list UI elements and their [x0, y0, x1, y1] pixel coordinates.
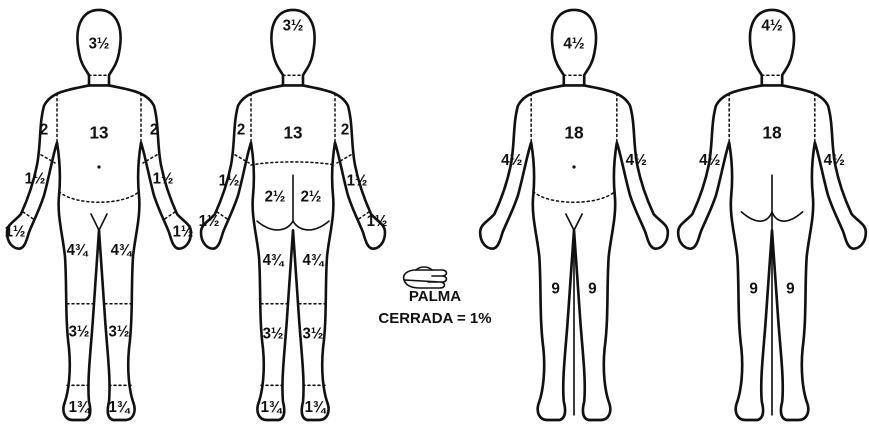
label-thigh-right: 4¾ [111, 242, 133, 259]
label-leg-right: 9 [786, 281, 795, 298]
figure-child-front: 3½ 13 2 2 1½ 1½ 1½ 1½ 4¾ 4¾ 3½ 3½ 1¾ 1¾ [5, 10, 194, 420]
label-thigh-right: 4¾ [303, 252, 325, 269]
label-trunk: 13 [90, 122, 109, 142]
label-buttock-right: 2½ [301, 189, 322, 206]
label-head: 4½ [563, 36, 584, 53]
label-head: 3½ [89, 36, 110, 53]
label-leg-left: 3½ [263, 325, 284, 342]
label-upper-arm-left: 2 [40, 121, 48, 138]
label-forearm-right: 1½ [153, 170, 174, 187]
label-hand-left: 1½ [199, 213, 220, 230]
label-head: 4½ [761, 17, 782, 34]
label-upper-arm-right: 2 [341, 121, 349, 138]
label-leg-left: 9 [749, 281, 758, 298]
label-trunk: 18 [564, 122, 584, 142]
label-arm-left: 4½ [501, 152, 522, 169]
label-forearm-right: 1½ [347, 172, 368, 189]
label-leg-left: 3½ [69, 323, 90, 340]
label-thigh-left: 4¾ [263, 252, 285, 269]
legend-line-closed: CERRADA = 1% [340, 308, 530, 330]
label-hand-left: 1½ [5, 223, 26, 240]
label-thigh-left: 4¾ [67, 242, 89, 259]
label-arm-left: 4½ [699, 152, 720, 169]
label-hand-right: 1½ [367, 213, 388, 230]
label-arm-right: 4½ [626, 152, 647, 169]
label-forearm-left: 1½ [25, 170, 46, 187]
figure-adult-back: 4½ 18 4½ 4½ 9 9 [678, 10, 866, 420]
label-trunk: 18 [762, 122, 782, 142]
label-forearm-left: 1½ [219, 172, 240, 189]
legend-line-palm: PALMA [340, 286, 530, 308]
label-leg-right: 9 [588, 281, 597, 298]
label-foot-right: 1¾ [305, 399, 327, 416]
label-arm-right: 4½ [824, 152, 845, 169]
label-head: 3½ [283, 17, 304, 34]
figure-adult-front: 4½ 18 4½ 4½ 9 9 [480, 10, 668, 420]
label-leg-right: 3½ [303, 325, 324, 342]
label-foot-right: 1¾ [109, 399, 131, 416]
label-buttock-left: 2½ [265, 189, 286, 206]
label-upper-arm-right: 2 [150, 121, 158, 138]
label-foot-left: 1¾ [69, 399, 91, 416]
legend: PALMA CERRADA = 1% [340, 286, 530, 330]
label-leg-right: 3½ [109, 323, 130, 340]
label-foot-left: 1¾ [261, 399, 283, 416]
navel-icon [97, 165, 100, 168]
closed-palm-icon [404, 267, 447, 288]
label-leg-left: 9 [551, 281, 560, 298]
label-upper-arm-left: 2 [237, 121, 245, 138]
navel-icon [572, 165, 575, 168]
label-trunk: 13 [284, 122, 303, 142]
figure-child-back: 3½ 13 2 2 1½ 1½ 1½ 1½ 2½ 2½ 4¾ 4¾ 3½ 3½ … [199, 10, 388, 420]
label-hand-right: 1½ [173, 223, 194, 240]
